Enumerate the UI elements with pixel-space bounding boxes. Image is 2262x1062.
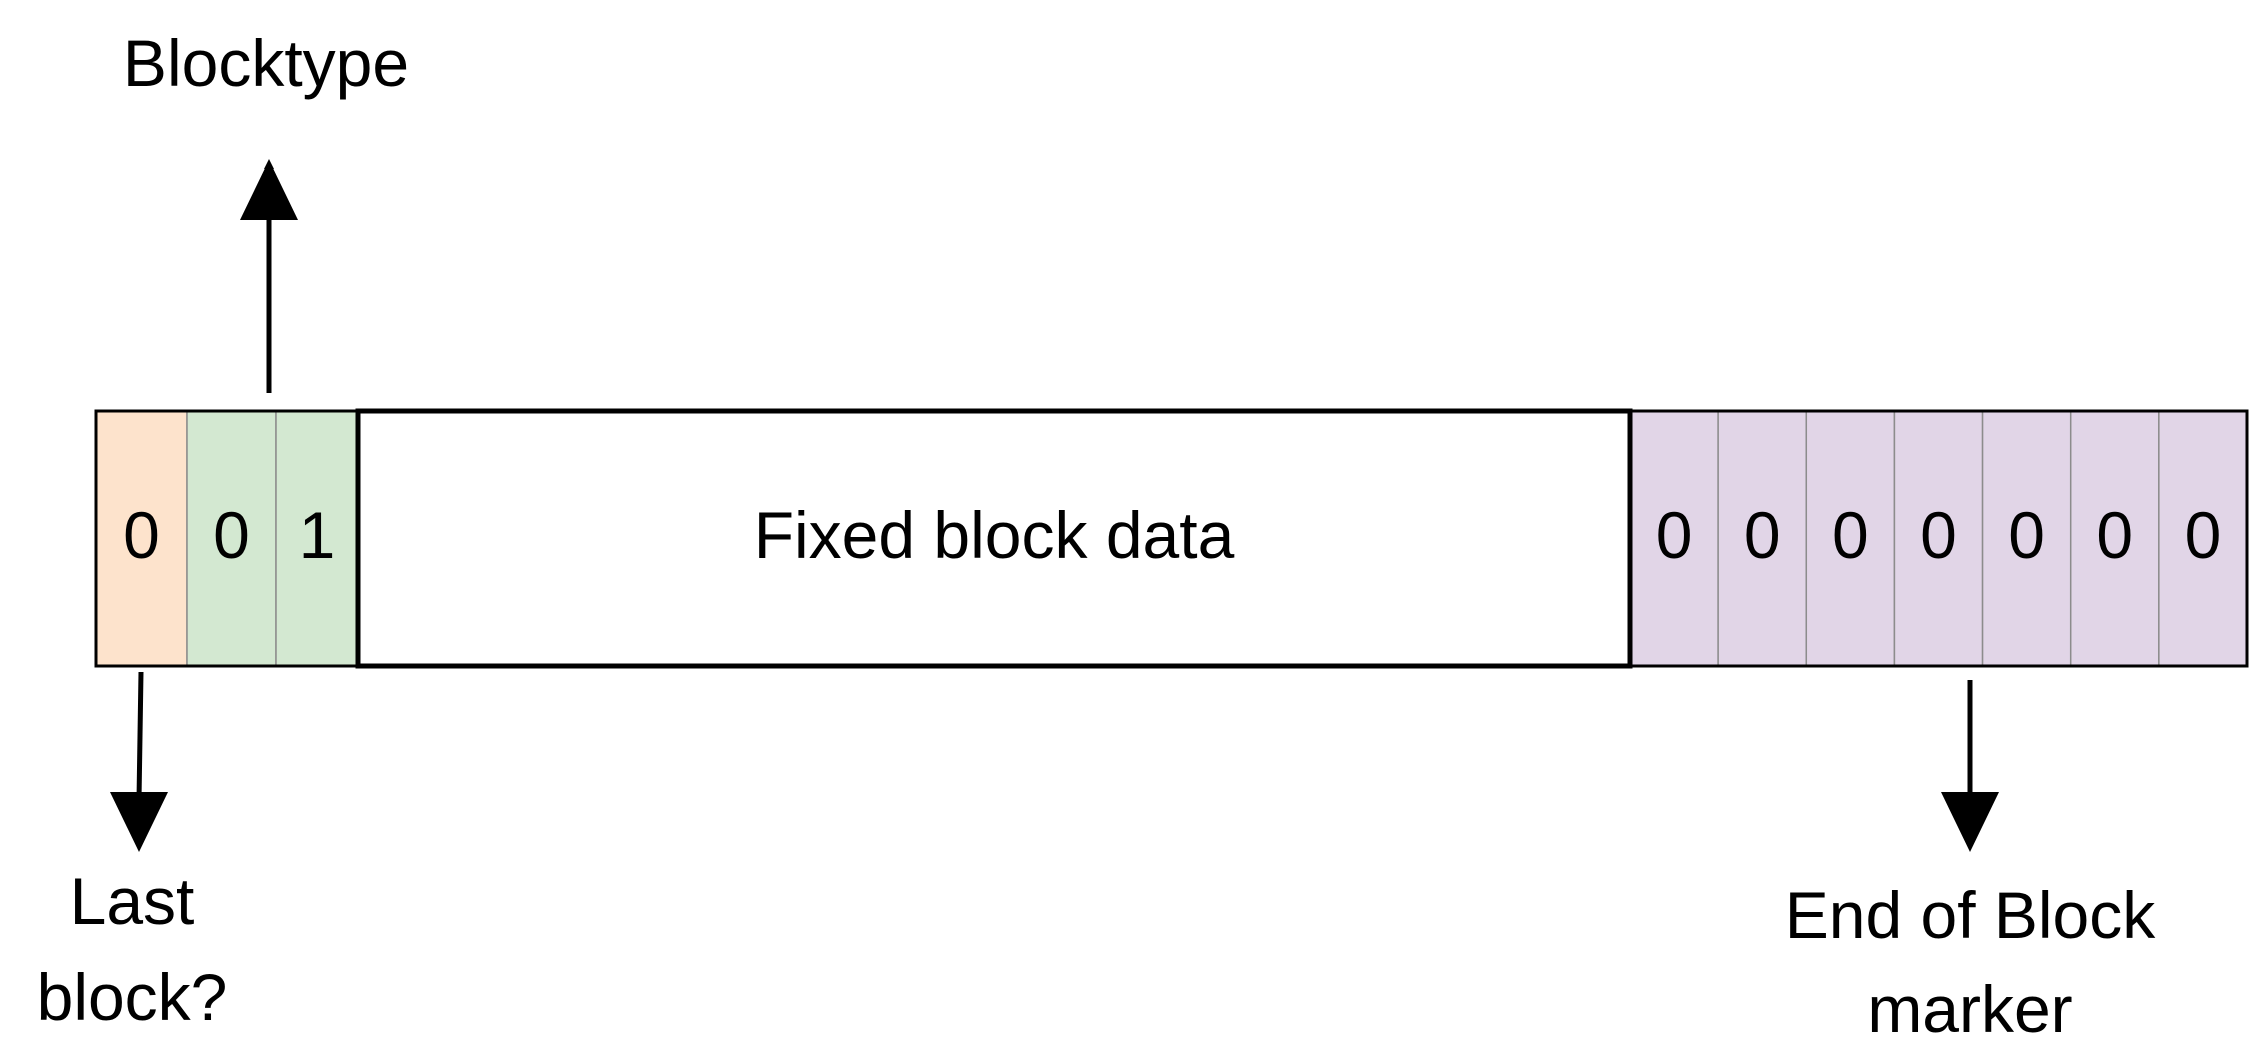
- blocktype-label: Blocktype: [123, 26, 409, 100]
- end-of-block-bit-4-value: 0: [1920, 498, 1957, 572]
- blocktype-bit-1-value: 0: [213, 498, 250, 572]
- last-block-bit-value: 0: [123, 498, 160, 572]
- blocktype-bit-2-value: 1: [299, 498, 336, 572]
- fixed-block-data-box: [355, 408, 1633, 669]
- end-of-block-bit-3-value: 0: [1832, 498, 1869, 572]
- end-of-block-bit-5-cell: [1981, 410, 2072, 667]
- end-of-block-bit-2-value: 0: [1744, 498, 1781, 572]
- last-block-bit-cell: [95, 410, 188, 667]
- end-of-block-bit-5-value: 0: [2008, 498, 2045, 572]
- last-block-arrow: [136, 671, 144, 801]
- fixed-block-data-label: Fixed block data: [754, 498, 1235, 572]
- end-of-block-label-line-1: End of Block: [1785, 878, 2157, 952]
- end-of-block-label-line-2: marker: [1867, 972, 2072, 1046]
- block-outline: [94, 409, 2249, 668]
- blocktype-arrowhead: [240, 160, 298, 220]
- last-block-label-line-2: block?: [37, 960, 228, 1034]
- last-block-label-line-1: Last: [70, 864, 195, 938]
- end-of-block-bit-1-value: 0: [1656, 498, 1693, 572]
- end-of-block-bit-4-cell: [1893, 410, 1984, 667]
- fixed-block-data-segment: Fixed block data: [355, 408, 1633, 669]
- end-of-block-bit-6-value: 0: [2096, 498, 2133, 572]
- last-block-arrowhead: [110, 792, 168, 852]
- end-of-block-bit-6-cell: [2069, 410, 2160, 667]
- end-of-block-bit-7-value: 0: [2185, 498, 2222, 572]
- end-of-block-arrowhead: [1941, 792, 1999, 852]
